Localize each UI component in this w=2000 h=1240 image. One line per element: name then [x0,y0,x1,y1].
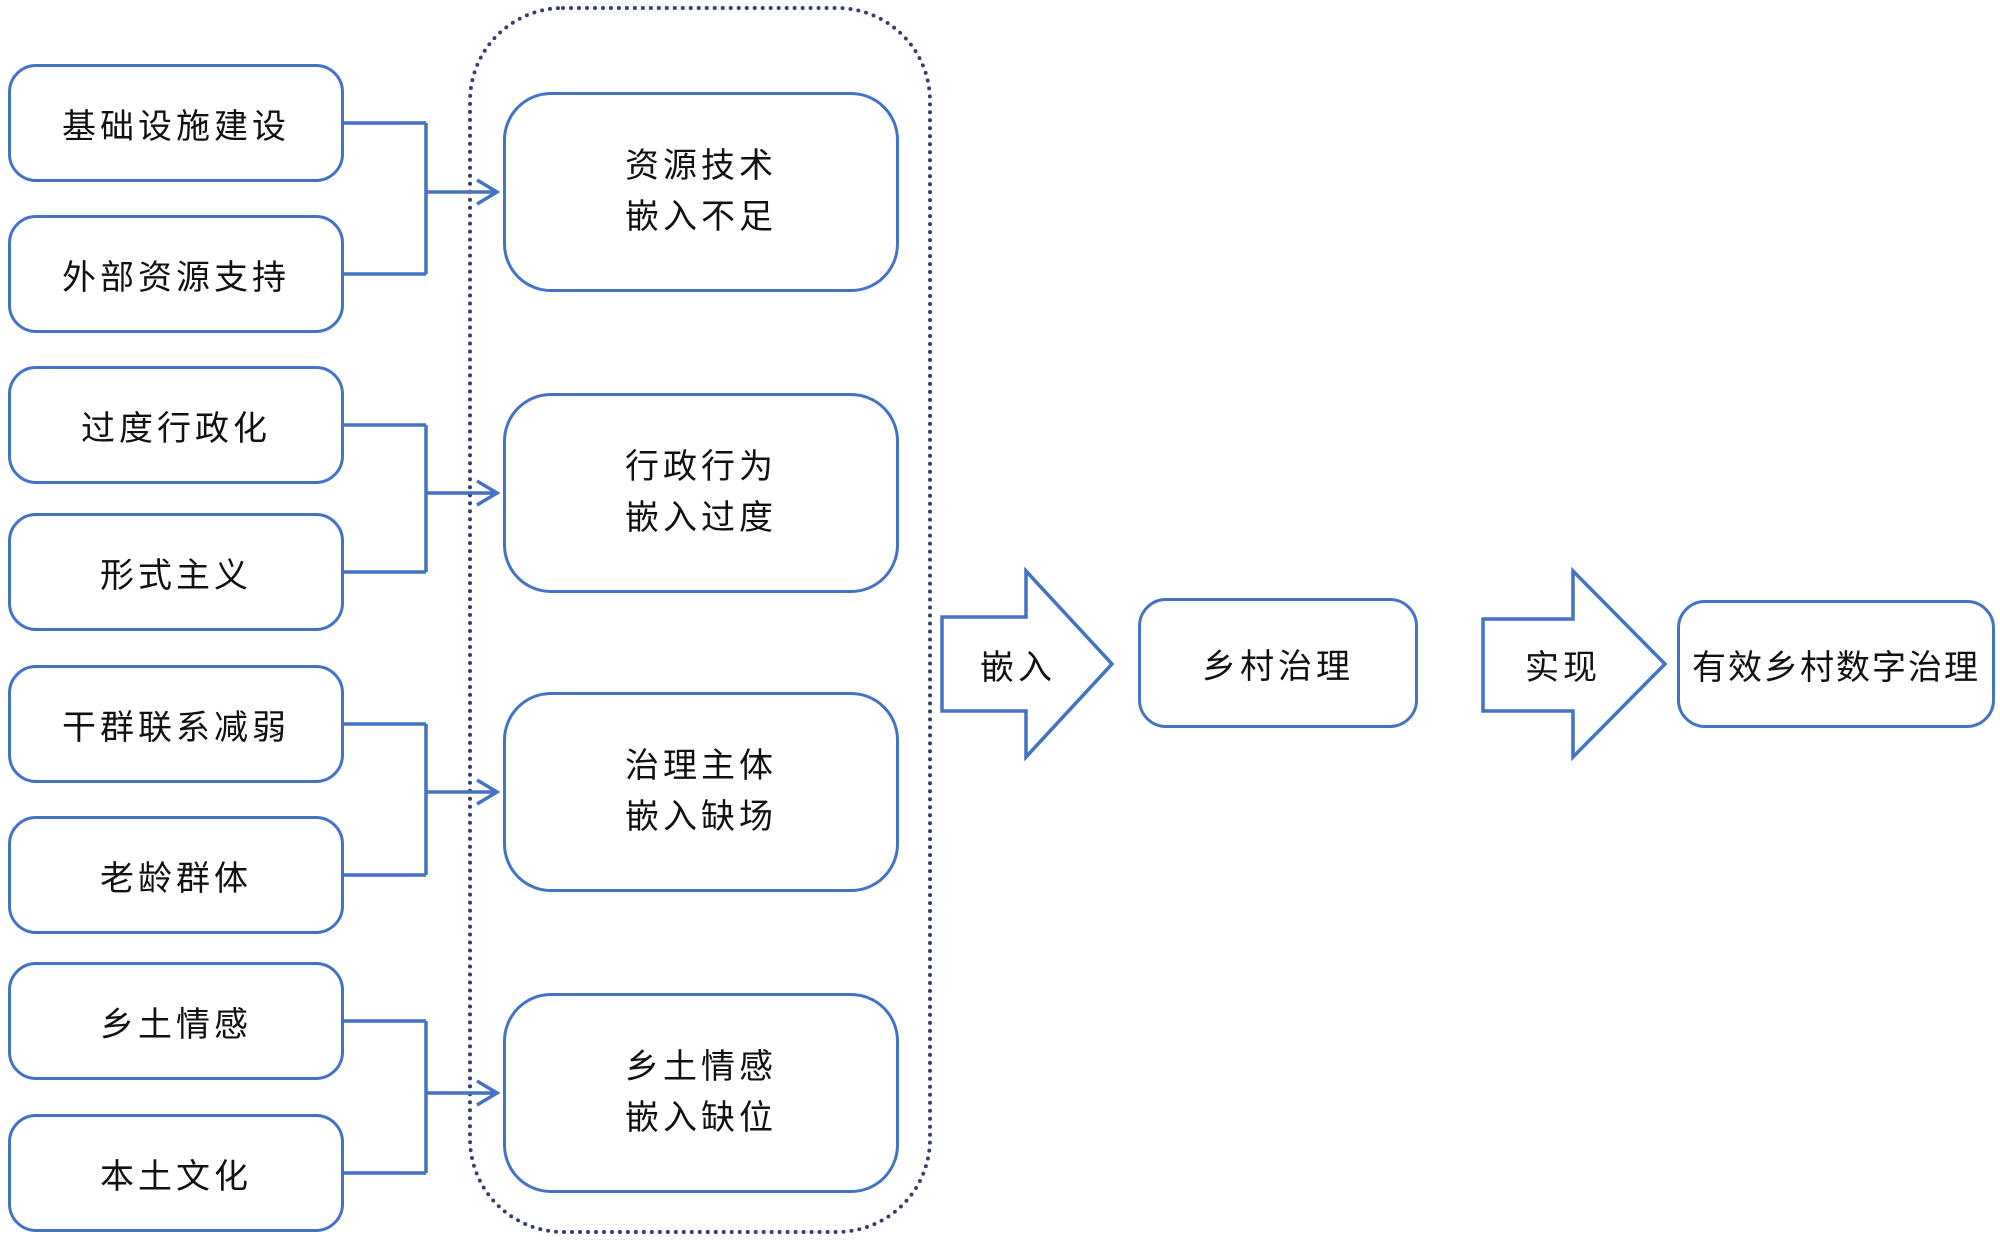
input-box-label: 基础设施建设 [62,108,290,146]
realize-arrow-label: 实现 [1525,649,1601,687]
governance-box: 乡村治理 [1138,598,1418,728]
input-box-label: 干群联系减弱 [62,709,290,747]
result-box: 有效乡村数字治理 [1677,600,1995,728]
input-box-label: 老龄群体 [100,860,252,898]
input-box-rural-sentiment: 乡土情感 [8,962,344,1080]
input-box-infrastructure: 基础设施建设 [8,64,344,182]
input-box-label: 过度行政化 [81,410,271,448]
problem-box-line2: 嵌入过度 [625,500,777,537]
input-box-formalism: 形式主义 [8,513,344,631]
input-box-elderly-groups: 老龄群体 [8,816,344,934]
problem-box-rural-sentiment: 乡土情感 嵌入缺位 [503,993,899,1193]
input-box-label: 形式主义 [100,557,252,595]
connector-pair-2 [342,423,501,574]
problem-box-administrative-behavior: 行政行为 嵌入过度 [503,393,899,593]
problem-box-resource-technology: 资源技术 嵌入不足 [503,92,899,292]
input-box-over-administration: 过度行政化 [8,366,344,484]
embed-block-arrow [940,566,1115,762]
problem-box-governance-subject: 治理主体 嵌入缺场 [503,692,899,892]
problem-box-line2: 嵌入不足 [625,199,777,236]
input-box-label: 外部资源支持 [62,259,290,297]
problem-box-line1: 乡土情感 [625,1049,777,1086]
problem-box-line1: 治理主体 [625,748,777,785]
connector-pair-1 [342,121,501,276]
input-box-cadre-mass-ties: 干群联系减弱 [8,665,344,783]
result-box-label: 有效乡村数字治理 [1692,649,1980,687]
input-box-label: 本土文化 [100,1158,252,1196]
connector-pair-4 [342,1019,501,1175]
connector-pair-3 [342,722,501,877]
embedding-problems-group-border [468,6,932,1234]
embed-arrow-label: 嵌入 [980,649,1056,687]
input-box-local-culture: 本土文化 [8,1114,344,1232]
input-box-label: 乡土情感 [100,1006,252,1044]
problem-box-line2: 嵌入缺场 [625,799,777,836]
governance-box-label: 乡村治理 [1202,648,1354,686]
problem-box-line1: 行政行为 [625,449,777,486]
problem-box-line2: 嵌入缺位 [625,1100,777,1137]
input-box-external-resources: 外部资源支持 [8,215,344,333]
problem-box-line1: 资源技术 [625,148,777,185]
realize-block-arrow [1481,566,1668,762]
